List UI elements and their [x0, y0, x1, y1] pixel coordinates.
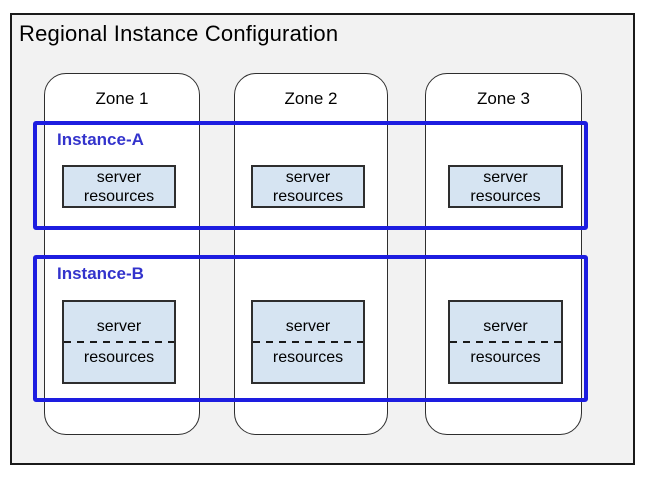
server-resources-label-line1: server	[483, 168, 528, 186]
zone-3-label: Zone 3	[477, 89, 530, 108]
instance-b-label: Instance-B	[57, 264, 144, 283]
instance-a-zone-3-server-resources-box: server resources	[448, 165, 563, 208]
server-resources-label-line1: server	[285, 318, 331, 335]
zone-2-label: Zone 2	[284, 89, 338, 108]
dashed-divider	[450, 341, 561, 343]
server-resources-label-line2: resources	[470, 349, 541, 366]
instance-a-zone-2-server-resources-box: server resources	[251, 165, 365, 208]
server-resources-label-line2: resources	[272, 187, 344, 205]
instance-a-zone-1-server-resources-box: server resources	[62, 165, 176, 208]
server-resources-label-line2: resources	[470, 187, 541, 205]
diagram-title: Regional Instance Configuration	[19, 21, 339, 46]
server-resources-label-line1: server	[483, 318, 528, 335]
instance-b-zone-1-server-resources-box: server resources	[62, 300, 176, 384]
dashed-divider	[64, 341, 174, 343]
server-resources-label-line1: server	[96, 318, 142, 335]
server-resources-label-line2: resources	[83, 349, 155, 366]
server-resources-label-line1: server	[96, 168, 142, 186]
dashed-divider	[253, 341, 363, 343]
instance-b-zone-2-server-resources-box: server resources	[251, 300, 365, 384]
instance-a-label: Instance-A	[57, 130, 144, 149]
server-resources-label-line1: server	[285, 168, 331, 186]
server-resources-label-line2: resources	[83, 187, 155, 205]
server-resources-label-line2: resources	[272, 349, 344, 366]
instance-b-zone-3-server-resources-box: server resources	[448, 300, 563, 384]
zone-1-label: Zone 1	[95, 89, 149, 108]
instance-b-box	[33, 255, 588, 402]
instance-a-box	[33, 121, 588, 230]
